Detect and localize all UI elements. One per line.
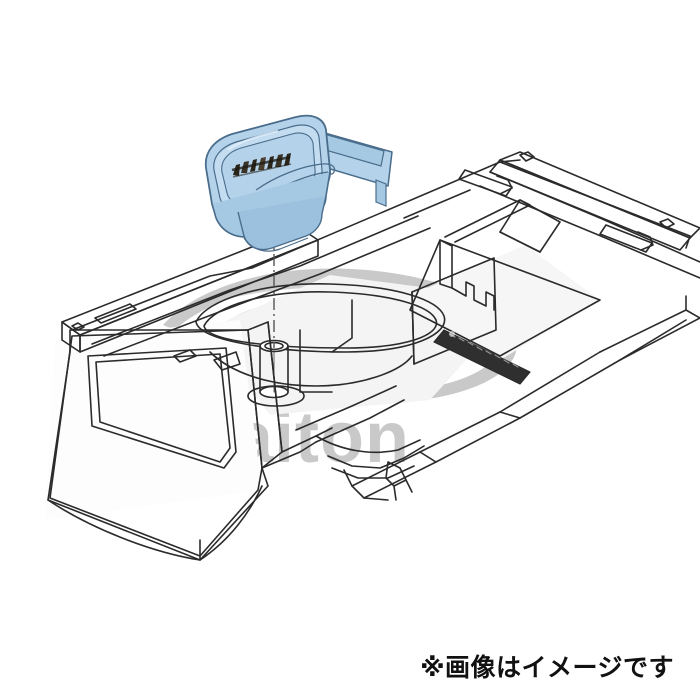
rear-tray-notches	[451, 281, 495, 311]
console-mid-rib-d	[315, 399, 405, 443]
right-rail-boss-b	[659, 218, 675, 229]
insert-lid-sheen	[227, 129, 279, 151]
console-top-edge-left	[71, 159, 521, 331]
console-right-rail-top	[499, 151, 700, 239]
console-left-guide-a	[91, 215, 419, 345]
image-disclaimer-text: ※画像はイメージです	[420, 653, 674, 682]
console-inner-rib-b	[331, 299, 353, 353]
console-assembly	[45, 151, 700, 561]
console-front-drawer-bottom	[47, 485, 263, 561]
insert-tub-bottom-curve	[243, 237, 309, 252]
console-tub-floor-curve	[209, 351, 413, 387]
console-left-rail-face	[79, 239, 319, 353]
highlight-part-ashtray-insert	[204, 114, 393, 252]
console-lower-edge	[351, 351, 601, 487]
right-rail-slot-b	[599, 224, 653, 253]
console-clip-mid-stem-b	[405, 479, 413, 493]
console-right-rail-guide-c	[403, 189, 471, 219]
right-rail-boss-a	[519, 151, 535, 162]
console-mid-rib-c	[295, 385, 397, 431]
console-clip-mid-stem	[393, 485, 397, 501]
console-front-drawer-panel-inner	[95, 353, 231, 463]
insert-lid-sweep-a	[255, 163, 323, 191]
rear-tray-slope-edge	[499, 231, 541, 253]
console-lower-step-b	[499, 411, 521, 419]
console-front-drawer-panel	[87, 347, 237, 469]
console-interior-shading	[45, 245, 600, 520]
console-right-lower-rail	[599, 309, 700, 361]
console-clip-mid	[385, 461, 407, 487]
console-right-rail-guide-b	[479, 185, 700, 279]
console-lower-left-wall	[343, 469, 389, 501]
console-right-rail-face	[489, 159, 691, 251]
console-mid-curve	[315, 435, 421, 454]
console-mid-curve-2	[327, 445, 425, 469]
console-right-rail-guide-a	[489, 171, 700, 263]
console-mid-rib-a	[261, 441, 317, 469]
console-left-guide-b	[103, 227, 431, 357]
console-rear-tray-floor	[409, 239, 601, 357]
console-inner-rib-a	[299, 329, 333, 393]
console-clip-left	[213, 351, 241, 371]
mounting-post	[247, 339, 305, 407]
console-lower-step	[419, 451, 437, 463]
vent-slot-grille	[433, 329, 531, 385]
console-front-drawer-side-edge	[267, 321, 283, 453]
insert-rear-leg	[375, 179, 387, 207]
insert-engraved-label	[231, 153, 292, 178]
rear-tray-rim	[444, 199, 531, 243]
left-rail-slot	[94, 303, 137, 324]
rear-tray-slope	[499, 199, 561, 253]
